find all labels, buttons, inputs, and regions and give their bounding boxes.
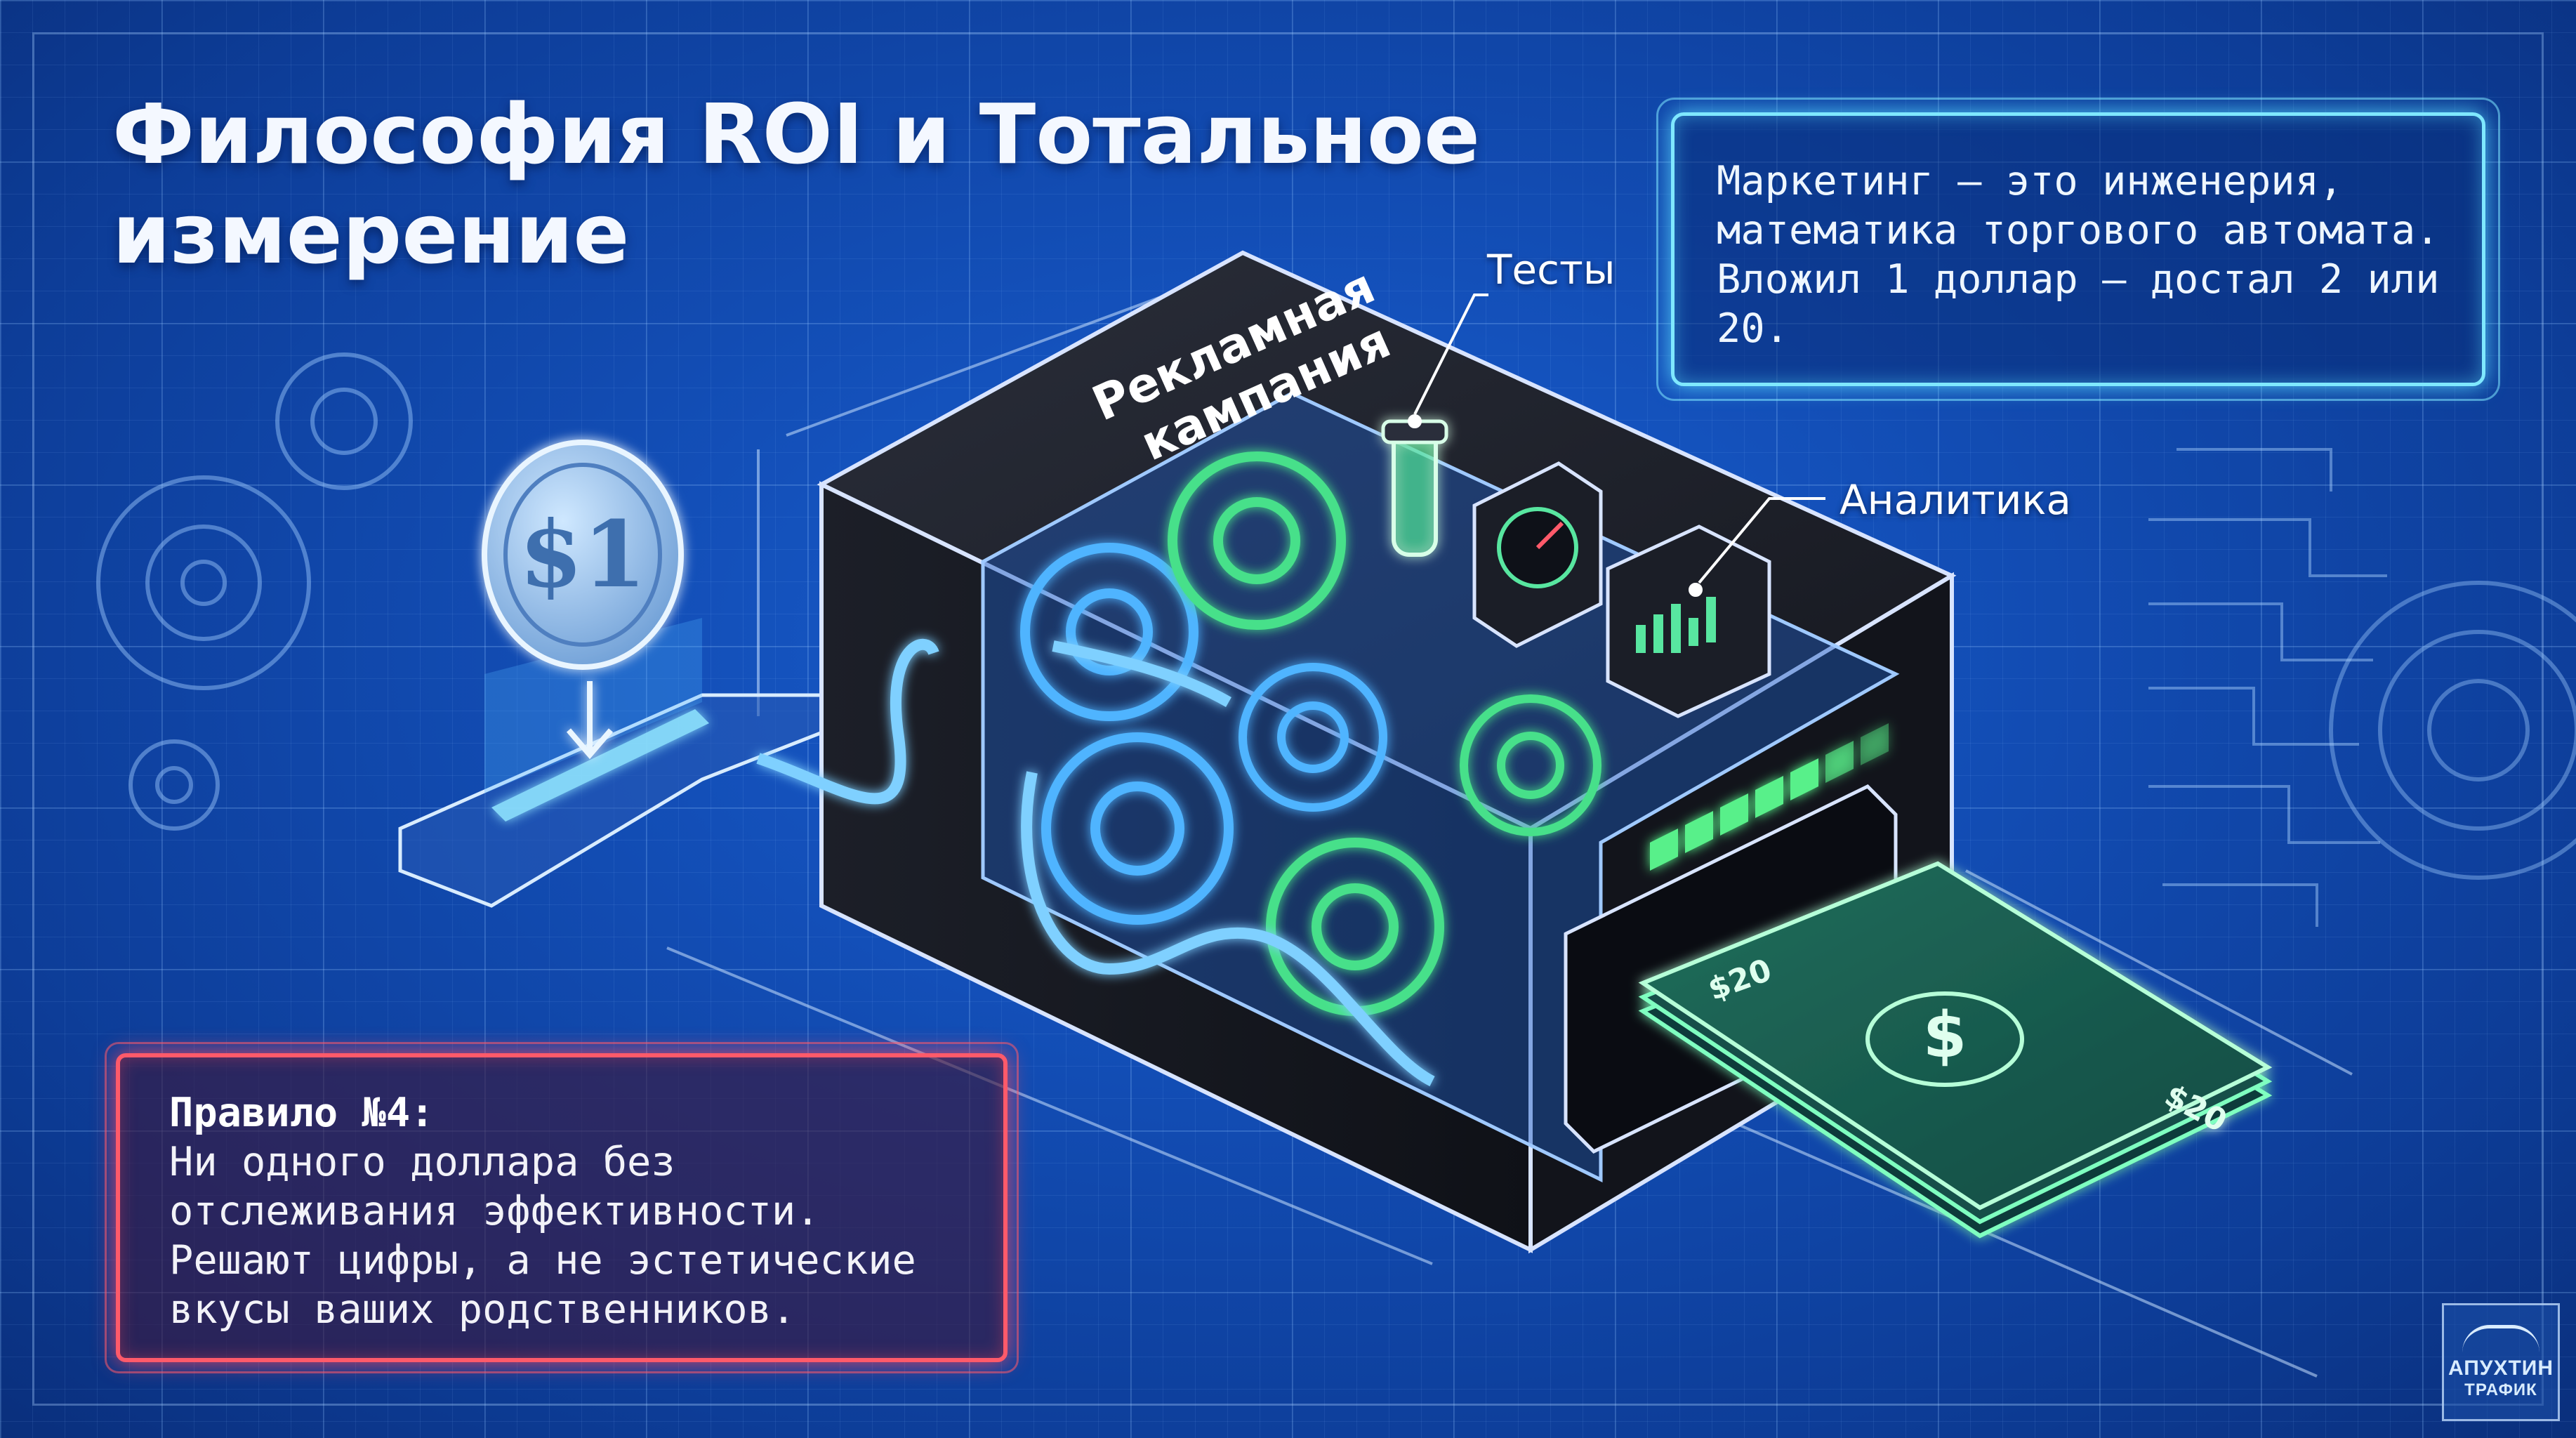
progress-indicator: [1650, 723, 1889, 871]
coin-value: $1: [520, 501, 647, 608]
coin-icon: $1: [482, 440, 684, 670]
callout-tests: Тесты: [1487, 246, 1616, 293]
test-tube-icon: [1381, 419, 1448, 557]
rule-text: Ни одного доллара без отслеживания эффек…: [169, 1139, 916, 1333]
gear-icon: [1041, 732, 1234, 925]
quote-panel: Маркетинг — это инженерия, математика то…: [1656, 98, 2500, 401]
flow-arrows: [756, 638, 1435, 1087]
page-title: Философия ROI и Тотальное измерение: [112, 86, 1480, 282]
gear-icon: [1460, 694, 1601, 836]
quote-text: Маркетинг — это инженерия, математика то…: [1717, 158, 2440, 352]
bill-symbol: $: [1923, 998, 1967, 1072]
logo-arc-icon: [2462, 1324, 2539, 1352]
gauge-icon: [1472, 461, 1603, 648]
rule-heading: Правило №4:: [169, 1090, 435, 1136]
arrow-down-icon: [566, 681, 614, 760]
gear-icon: [275, 352, 413, 490]
gear-icon: [1168, 451, 1346, 630]
gear-icon: [96, 475, 311, 690]
gear-icon: [1020, 543, 1198, 721]
money-stack-icon: $ $20 $20: [1638, 861, 2273, 1239]
callout-lines: [1408, 293, 1825, 597]
rule-panel: Правило №4: Ни одного доллара без отслеж…: [105, 1042, 1019, 1373]
ad-campaign-machine: Рекламная кампания: [756, 250, 1957, 1254]
gear-icon: [1239, 663, 1387, 812]
gear-icon: [128, 739, 220, 831]
logo-line-2: ТРАФИК: [2464, 1380, 2537, 1399]
callout-analytics: Аналитика: [1839, 476, 2071, 524]
gear-icon: [2329, 581, 2576, 880]
blueprint-frame: [32, 32, 2544, 1406]
brand-logo: АПУХТИН ТРАФИК: [2442, 1303, 2560, 1421]
coin-slot-platform: [398, 618, 866, 908]
analytics-monitor-icon: [1606, 525, 1771, 718]
circuit-traces: [2148, 448, 2387, 927]
logo-line-1: АПУХТИН: [2448, 1356, 2554, 1380]
